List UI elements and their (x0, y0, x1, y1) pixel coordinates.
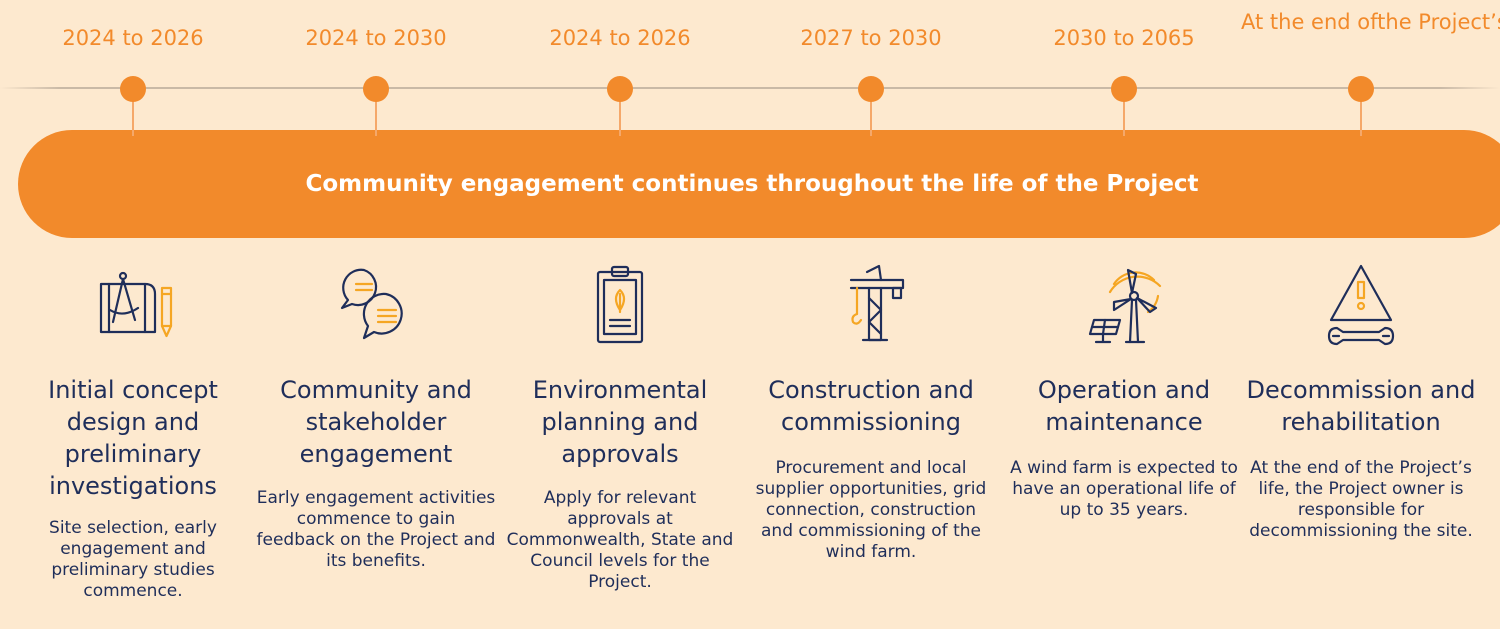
stage-description: Site selection, early engagement and pre… (49, 518, 217, 601)
stage-date: 2024 to 2026 (62, 26, 204, 50)
stage-title: Environmental planning and approvals (532, 376, 708, 468)
stage-description: Procurement and local supplier opportuni… (755, 458, 987, 562)
stage-date: 2027 to 2030 (800, 26, 942, 50)
timeline-dot (120, 76, 146, 102)
stage-date: At the end ofthe Project’s life (1241, 10, 1500, 34)
timeline-stem (132, 96, 134, 136)
clipboard-leaf-icon (570, 262, 670, 352)
timeline-dot (607, 76, 633, 102)
timeline-dot (858, 76, 884, 102)
wind-turbine-solar-icon (1074, 262, 1174, 352)
stage-3: 2024 to 2026 Environmental planning and … (500, 0, 740, 629)
stage-description: Early engagement activities commence to … (256, 488, 496, 571)
timeline-dot (1348, 76, 1374, 102)
stage-title: Operation and maintenance (1037, 376, 1211, 436)
timeline-stem (1360, 96, 1362, 136)
timeline-dot (1111, 76, 1137, 102)
stage-date: 2024 to 2030 (305, 26, 447, 50)
stage-date: 2030 to 2065 (1053, 26, 1195, 50)
timeline-dot (363, 76, 389, 102)
stage-6: At the end ofthe Project’s life Decommis… (1241, 0, 1500, 629)
timeline-stem (870, 96, 872, 136)
timeline-line (0, 87, 1500, 89)
stage-description: At the end of the Project’s life, the Pr… (1249, 458, 1473, 541)
stage-2: 2024 to 2030 Community and stakeholder e… (256, 0, 496, 629)
stage-title: Decommission and rehabilitation (1246, 376, 1476, 436)
banner-pill (18, 130, 1500, 238)
stage-title: Initial concept design and preliminary i… (48, 376, 218, 500)
stage-title: Construction and commissioning (768, 376, 974, 436)
stage-date: 2024 to 2026 (549, 26, 691, 50)
stage-5: 2030 to 2065 Operation and maintenance A… (1004, 0, 1244, 629)
stage-description: A wind farm is expected to have an opera… (1010, 458, 1238, 520)
timeline-stem (619, 96, 621, 136)
speech-bubbles-icon (326, 262, 426, 352)
timeline-stem (375, 96, 377, 136)
crane-icon (821, 262, 921, 352)
stage-title: Community and stakeholder engagement (280, 376, 472, 468)
stage-description: Apply for relevant approvals at Commonwe… (506, 488, 734, 592)
timeline-stem (1123, 96, 1125, 136)
stage-1: 2024 to 2026 Initial concept design and … (13, 0, 253, 629)
stage-4: 2027 to 2030 Construction and commission… (751, 0, 991, 629)
warning-wrench-icon (1311, 262, 1411, 352)
banner-text: Community engagement continues throughou… (305, 171, 1199, 197)
design-blueprint-icon (83, 262, 183, 352)
